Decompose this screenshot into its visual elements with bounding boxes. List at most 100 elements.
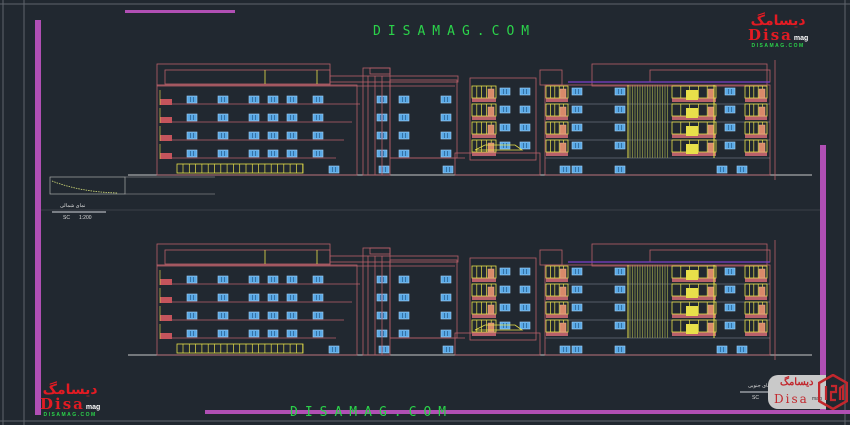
side-balcony [160,333,172,339]
watermark-top: DISAMAG.COM [373,24,537,39]
window [614,321,626,330]
title-underline [52,211,106,213]
window [440,149,452,158]
window [724,285,736,294]
yellow-door [686,144,698,154]
balcony-railing [545,283,569,297]
roof-penthouse [164,249,331,265]
logo-suffix: mag [85,404,101,411]
balcony-railing [545,121,569,135]
yellow-door [686,306,698,316]
window [614,123,626,132]
window [519,105,531,114]
stair-head [539,69,563,86]
window [519,87,531,96]
window [186,131,198,140]
balcony-slab [745,278,767,282]
yellow-door [686,108,698,118]
balcony-door [758,304,766,315]
balcony-slab [546,296,568,300]
scale-value: 1:200 [79,215,92,221]
logo-top-right: دیسامگ Disamag DISAMAG.COM [748,14,808,49]
window [398,95,410,104]
courtyard-block [469,257,537,341]
balcony-door [487,286,495,297]
window [248,149,260,158]
watermark-bottom: DISAMAG.COM [290,405,454,420]
balcony-door [707,106,715,117]
window [440,275,452,284]
window [499,267,511,276]
window [442,345,454,354]
window [312,95,324,104]
balcony-door [758,124,766,135]
window [440,329,452,338]
logo-latin: Disa [774,392,809,406]
roof-beam [329,75,459,83]
scale-prefix: SC [752,395,759,401]
balcony-door [487,322,495,333]
balcony-railing [545,85,569,99]
balcony-railing [471,103,497,117]
window [736,165,748,174]
window [378,165,390,174]
window [614,345,626,354]
window [499,285,511,294]
balcony-door [758,322,766,333]
window [248,275,260,284]
balcony-slab [546,152,568,156]
balcony-railing [744,319,768,333]
window [398,131,410,140]
balcony-railing [744,283,768,297]
window [499,141,511,150]
balcony-slab [745,98,767,102]
yellow-door [686,324,698,334]
window [248,293,260,302]
balcony-slab [745,296,767,300]
balcony-slab [472,296,496,300]
balcony-door [559,304,567,315]
window [499,303,511,312]
window [286,311,298,320]
roof-penthouse [164,69,331,85]
balcony-railing [545,319,569,333]
window [716,345,728,354]
upper-roof-inner [649,249,771,263]
side-balcony [160,153,172,159]
window [614,267,626,276]
window [217,131,229,140]
window [614,165,626,174]
logo-url: DISAMAG.COM [43,412,97,418]
window [499,321,511,330]
window [571,285,583,294]
balcony-railing [471,139,497,153]
elevation-top-title: نمای شمالی [60,203,86,209]
window [267,131,279,140]
window [267,311,279,320]
balcony-door [487,124,495,135]
window [724,87,736,96]
logo-persian: دیسامگ [42,382,98,398]
balcony-door [758,286,766,297]
window [186,113,198,122]
courtyard-block [469,77,537,161]
canopy [474,324,524,331]
balcony-slab [546,278,568,282]
elevation-north [128,60,812,180]
window [559,165,571,174]
elevation-south [128,240,812,360]
canopy [474,144,524,151]
podium [454,152,541,176]
window [267,275,279,284]
window [614,285,626,294]
balcony-slab [745,152,767,156]
logo-suffix: mag [812,396,822,402]
window [217,275,229,284]
window [328,165,340,174]
window [736,345,748,354]
window [217,95,229,104]
window [312,131,324,140]
balcony-door [559,322,567,333]
